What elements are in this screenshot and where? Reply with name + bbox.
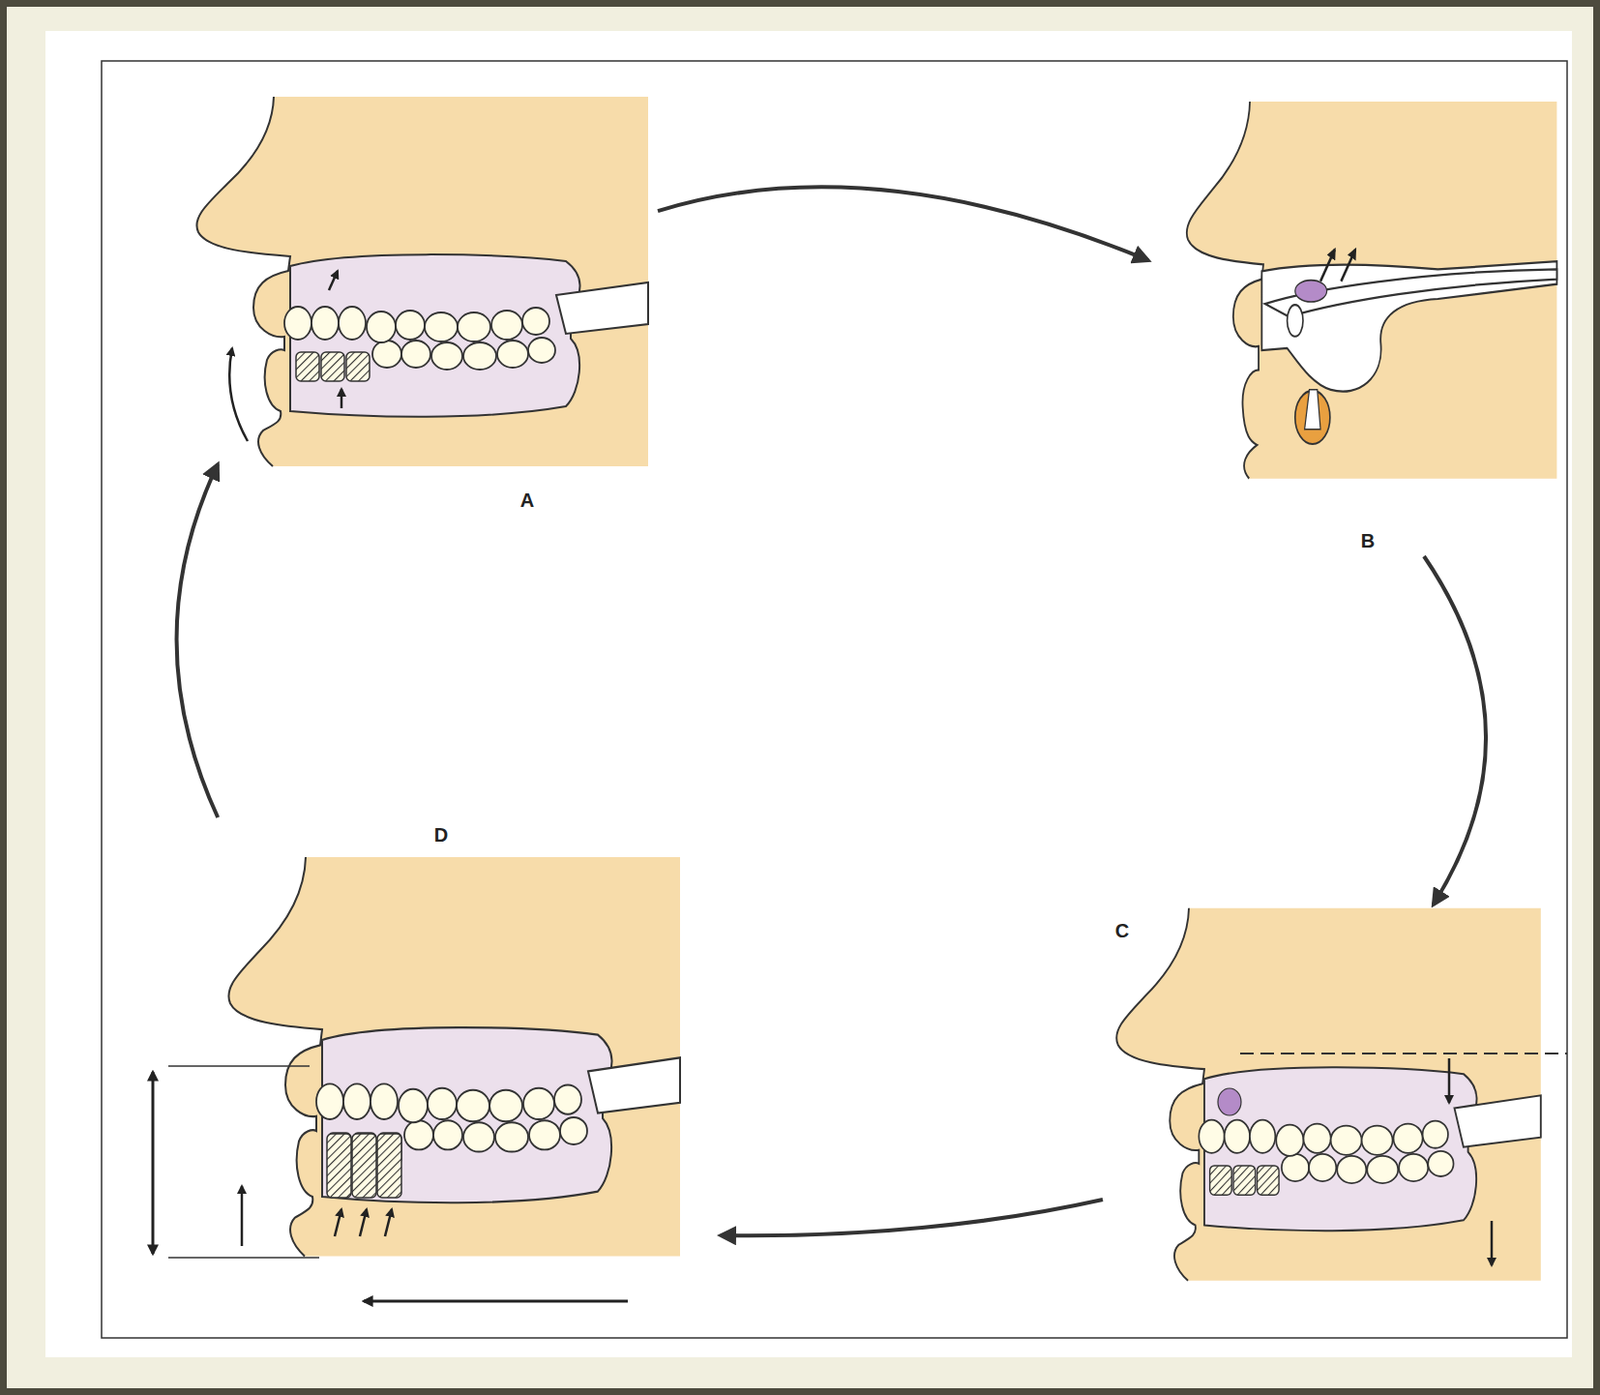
panel-letter: D [434, 825, 448, 845]
panel: C [1102, 904, 1548, 1287]
panel-letter: B [1361, 531, 1375, 551]
cycle-arrow [177, 464, 219, 818]
panel: A [217, 91, 658, 518]
face-d [152, 857, 681, 1302]
face-b [1186, 101, 1558, 479]
panel: B [1148, 96, 1563, 557]
face-c [1116, 908, 1568, 1281]
cycle-arrow [720, 1199, 1103, 1236]
border [101, 60, 1568, 1338]
sheet [45, 30, 1572, 1358]
mat [6, 6, 1594, 1389]
panel: D [164, 817, 721, 1316]
cycle-arrow [657, 186, 1149, 261]
face-a [196, 96, 649, 467]
cycle-arrow [1423, 556, 1486, 905]
panel-letter: A [520, 490, 534, 510]
panel-letter: C [1115, 920, 1129, 941]
